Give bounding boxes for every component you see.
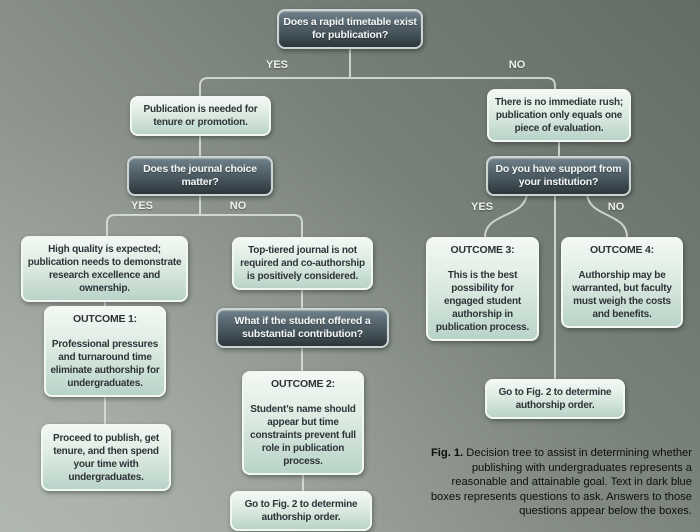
answer-text: High quality is expected; publication ne… — [27, 244, 182, 294]
goto-text: Go to Fig. 2 to determine authorship ord… — [498, 387, 612, 411]
outcome-1-heading: OUTCOME 1: — [73, 313, 137, 325]
connector — [484, 191, 528, 238]
question-institution-support-box: Do you have support from your institutio… — [486, 156, 631, 196]
branch-label-no: NO — [229, 200, 247, 212]
branch-label-yes: YES — [265, 59, 289, 71]
outcome-2-heading: OUTCOME 2: — [271, 378, 335, 390]
question-rapid-timetable-box: Does a rapid timetable exist for publica… — [277, 9, 423, 49]
question-text: Do you have support from your institutio… — [495, 163, 622, 188]
connector — [199, 77, 556, 97]
figure-caption: Fig. 1.Decision tree to assist in determ… — [428, 446, 692, 519]
connector — [106, 214, 303, 238]
outcome-3-heading: OUTCOME 3: — [450, 244, 515, 256]
caption-lead: Fig. 1. — [430, 447, 464, 459]
outcome-3-box: OUTCOME 3: This is the best possibility … — [426, 237, 539, 341]
connector — [586, 191, 628, 238]
caption-text: Decision tree to assist in determining w… — [430, 447, 692, 518]
outcome-2-body: Student’s name should appear but time co… — [250, 404, 356, 467]
outcome-1-box: OUTCOME 1: Professional pressures and tu… — [44, 306, 166, 397]
branch-label-yes: YES — [130, 200, 154, 212]
outcome-4-body: Authorship may be warranted, but faculty… — [572, 270, 672, 320]
answer-text: Proceed to publish, get tenure, and then… — [53, 432, 159, 483]
branch-label-no: NO — [508, 59, 526, 71]
outcome-3-body: This is the best possibility for engaged… — [435, 270, 530, 333]
answer-tenure-box: Publication is needed for tenure or prom… — [130, 96, 271, 136]
outcome-1-body: Professional pressures and turnaround ti… — [50, 339, 160, 389]
goto-fig2-right-box: Go to Fig. 2 to determine authorship ord… — [485, 379, 625, 419]
question-journal-choice-box: Does the journal choice matter? — [127, 156, 273, 196]
question-text: What if the student offered a substantia… — [234, 315, 371, 340]
question-text: Does the journal choice matter? — [143, 163, 257, 188]
outcome-4-heading: OUTCOME 4: — [590, 244, 654, 256]
answer-proceed-publish-box: Proceed to publish, get tenure, and then… — [41, 424, 171, 491]
answer-text: Publication is needed for tenure or prom… — [143, 104, 258, 128]
goto-fig2-left-box: Go to Fig. 2 to determine authorship ord… — [230, 491, 372, 531]
answer-text: Top-tiered journal is not required and c… — [240, 245, 365, 282]
answer-top-tiered-box: Top-tiered journal is not required and c… — [232, 237, 373, 290]
question-text: Does a rapid timetable exist for publica… — [283, 16, 417, 41]
goto-text: Go to Fig. 2 to determine authorship ord… — [244, 499, 358, 523]
branch-label-yes: YES — [470, 201, 494, 213]
answer-high-quality-box: High quality is expected; publication ne… — [21, 236, 188, 302]
answer-text: There is no immediate rush; publication … — [495, 97, 623, 134]
outcome-2-box: OUTCOME 2: Student’s name should appear … — [242, 371, 364, 475]
question-substantial-contribution-box: What if the student offered a substantia… — [216, 308, 389, 348]
outcome-4-box: OUTCOME 4: Authorship may be warranted, … — [561, 237, 683, 328]
answer-no-rush-box: There is no immediate rush; publication … — [487, 89, 631, 142]
branch-label-no: NO — [607, 201, 625, 213]
